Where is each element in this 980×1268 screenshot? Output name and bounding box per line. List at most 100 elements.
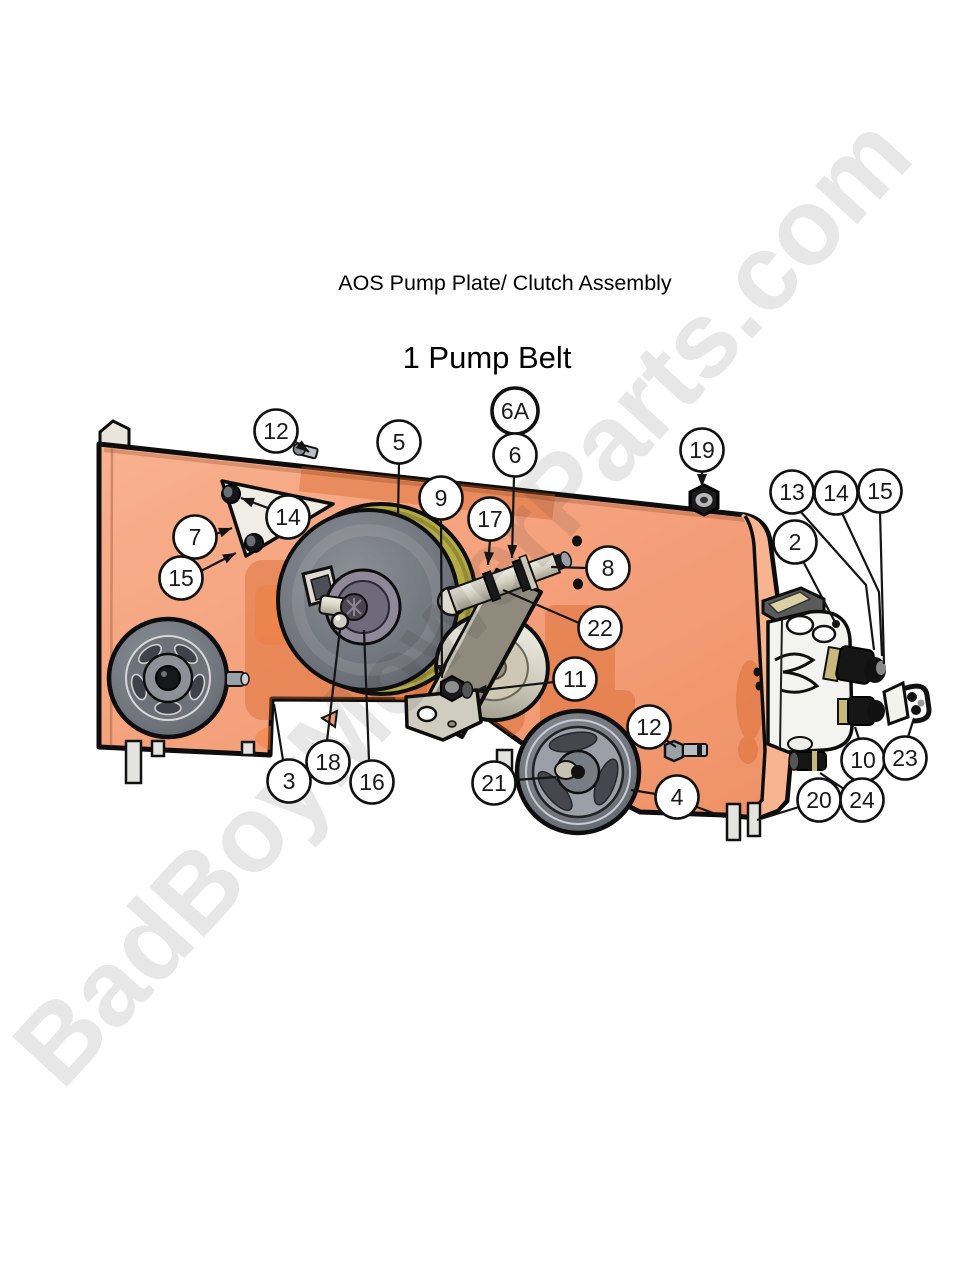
leader-line bbox=[841, 512, 884, 657]
leader-line bbox=[550, 565, 588, 570]
leader-line bbox=[819, 772, 845, 790]
leader-line bbox=[799, 510, 876, 651]
callout-5: 5 bbox=[376, 419, 422, 517]
callout-number: 12 bbox=[636, 714, 662, 740]
callout-number: 8 bbox=[602, 555, 615, 581]
callout-balloon bbox=[492, 432, 538, 478]
callout-number: 24 bbox=[849, 787, 875, 813]
callout-13: 13 bbox=[769, 469, 876, 651]
callout-number: 16 bbox=[359, 769, 385, 795]
plate-vent-holes bbox=[572, 535, 763, 691]
leader-line bbox=[473, 680, 555, 693]
callout-balloon bbox=[158, 555, 204, 601]
leader-line bbox=[756, 805, 800, 822]
callout-balloon bbox=[172, 514, 218, 560]
callout-number: 7 bbox=[189, 524, 202, 550]
callout-number: 14 bbox=[823, 480, 849, 506]
callout-8: 8 bbox=[550, 545, 631, 591]
callout-number: 11 bbox=[563, 666, 587, 692]
callout-number: 10 bbox=[850, 747, 876, 773]
callout-19: 19 bbox=[679, 427, 725, 487]
callout-number: 13 bbox=[779, 479, 805, 505]
pump-fitting-bottom bbox=[788, 751, 827, 771]
leader-line bbox=[502, 588, 580, 625]
idler-pivot-nut bbox=[440, 674, 474, 703]
callout-balloon bbox=[467, 496, 513, 542]
callout-17: 17 bbox=[467, 496, 513, 566]
callout-15: 15 bbox=[857, 468, 903, 665]
callout-balloon bbox=[349, 759, 395, 805]
callout-6A: 6A bbox=[490, 386, 540, 436]
callout-number: 22 bbox=[587, 615, 613, 641]
bracket-screw-lower bbox=[244, 533, 264, 553]
page-subtitle: 1 Pump Belt bbox=[403, 340, 572, 375]
leader-line bbox=[325, 628, 342, 742]
callout-balloon bbox=[266, 758, 312, 804]
callout-balloon bbox=[654, 774, 700, 820]
bracket-screw-upper bbox=[221, 484, 241, 504]
callout-balloon bbox=[626, 704, 672, 750]
callout-11: 11 bbox=[473, 656, 598, 702]
callout-number: 9 bbox=[435, 485, 448, 511]
callout-16: 16 bbox=[349, 629, 395, 805]
clutch-hub bbox=[318, 568, 402, 646]
leader-line bbox=[396, 462, 401, 517]
leader-line bbox=[665, 739, 677, 748]
pulley-spoke-windows bbox=[537, 731, 619, 812]
callout-balloon bbox=[577, 605, 623, 651]
pump-pulley bbox=[514, 708, 642, 836]
callout-4: 4 bbox=[630, 774, 725, 820]
callout-18: 18 bbox=[305, 628, 351, 785]
leader-line bbox=[510, 475, 516, 559]
callout-22: 22 bbox=[502, 588, 623, 651]
callout-balloon bbox=[265, 494, 311, 540]
callout-7: 7 bbox=[172, 514, 233, 560]
leader-line bbox=[362, 629, 371, 762]
callout-balloon bbox=[305, 739, 351, 785]
leader-line bbox=[439, 518, 444, 679]
callout-number: 6 bbox=[509, 442, 522, 468]
callout-21: 21 bbox=[471, 760, 557, 806]
leader-arrowhead bbox=[507, 544, 518, 558]
callout-number: 6A bbox=[501, 398, 530, 424]
callout-number: 4 bbox=[671, 784, 684, 810]
pump-fitting-upper bbox=[822, 645, 886, 685]
callout-balloon bbox=[253, 408, 299, 454]
page-title: AOS Pump Plate/ Clutch Assembly bbox=[338, 271, 672, 295]
leader-arrowhead bbox=[697, 474, 707, 487]
callout-balloon bbox=[471, 760, 517, 806]
leader-line bbox=[693, 804, 725, 819]
leader-arrowhead bbox=[241, 497, 255, 508]
pump-clip-bracket bbox=[882, 680, 932, 727]
callout-15: 15 bbox=[158, 552, 237, 601]
callout-balloon bbox=[418, 475, 464, 521]
callout-number: 15 bbox=[867, 478, 893, 504]
callout-12: 12 bbox=[253, 408, 310, 454]
callout-number: 18 bbox=[315, 749, 341, 775]
callout-24: 24 bbox=[819, 772, 885, 823]
callout-number: 12 bbox=[263, 418, 289, 444]
leader-line bbox=[514, 775, 557, 782]
callout-balloon bbox=[857, 468, 903, 514]
hydraulic-pump bbox=[761, 586, 886, 771]
callout-14: 14 bbox=[240, 494, 311, 540]
callout-23: 23 bbox=[882, 717, 928, 781]
leader-arrowhead bbox=[474, 684, 488, 695]
leader-arrowhead bbox=[484, 551, 495, 565]
leader-line bbox=[906, 717, 916, 738]
callout-balloon bbox=[882, 735, 928, 781]
callout-2: 2 bbox=[772, 519, 840, 628]
callout-balloon bbox=[552, 656, 598, 702]
callout-number: 14 bbox=[275, 504, 301, 530]
pulley-bolt-right bbox=[663, 739, 708, 763]
plate-fold-line bbox=[743, 514, 767, 816]
callout-number: 2 bbox=[789, 529, 802, 555]
leader-line bbox=[878, 511, 886, 665]
leader-dot bbox=[832, 620, 840, 628]
callout-balloon bbox=[376, 419, 422, 465]
callout-number: 3 bbox=[283, 768, 296, 794]
callout-balloon bbox=[679, 427, 725, 473]
callout-balloon bbox=[772, 519, 818, 565]
